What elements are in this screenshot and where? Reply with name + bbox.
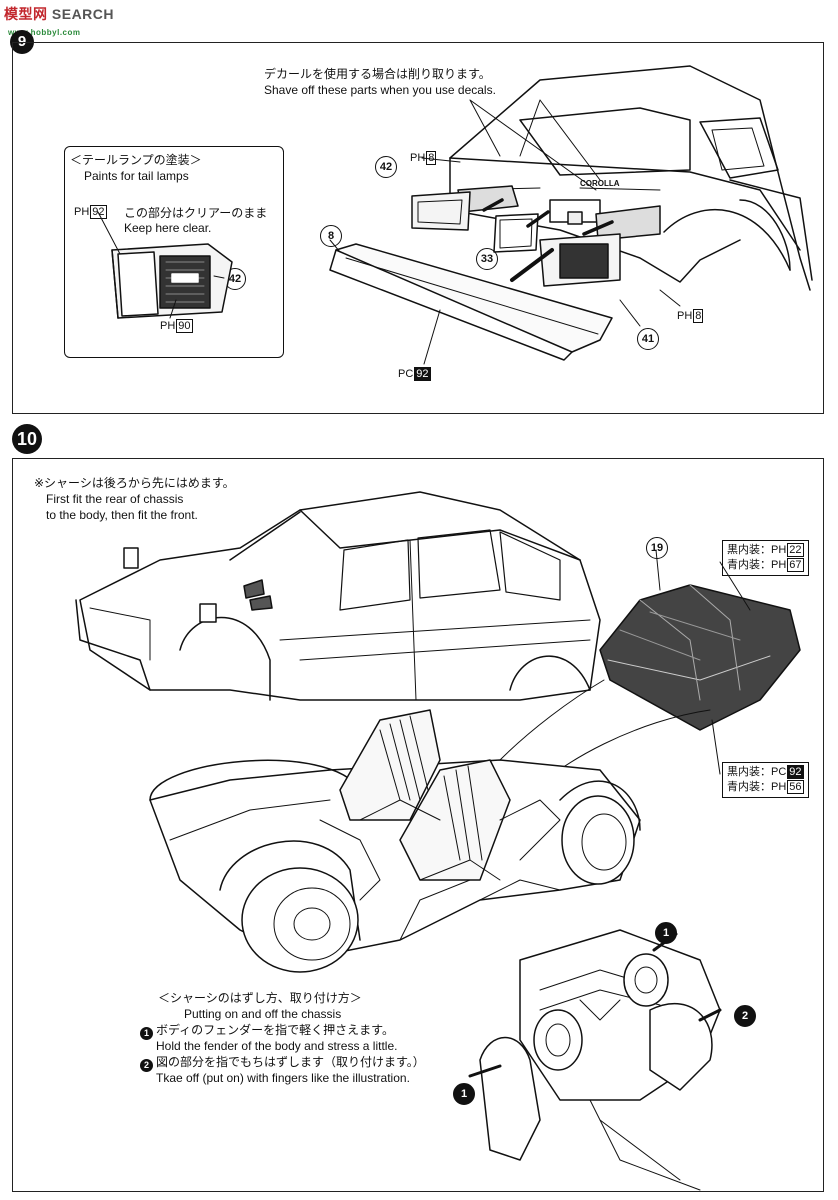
step-10-number: 10 (12, 424, 42, 454)
seat-top-paint-blue-code: 67 (787, 558, 804, 572)
step10-note-jp: ※シャーシは後ろから先にはめます。 (34, 476, 235, 490)
watermark-site-text: www.hobbyl.com (8, 28, 81, 37)
seat-bottom-paint-blue-prefix: PH (771, 781, 787, 793)
inset-paint-bottom-code: 90 (176, 319, 193, 333)
hands-illustration (468, 929, 722, 1191)
seat-top-paint-black-label: 黒内装： (727, 544, 771, 556)
paint-right-prefix: PH (677, 310, 693, 322)
seat-part-19: 19 (646, 537, 668, 559)
howto-step2-jp-text: 図の部分を指でもちはずします（取り付けます。） (156, 1055, 425, 1069)
watermark-brand-en: SEARCH (51, 6, 115, 22)
seat-bottom-paint-blue-label: 青内装： (727, 781, 771, 793)
inset-clear-en: Keep here clear. (124, 221, 212, 235)
marker-1-bottom: 1 (453, 1083, 475, 1105)
seat-bottom-paint-blue-code: 56 (787, 780, 804, 794)
step-9-frame (12, 42, 824, 414)
watermark-brand-cn: 模型网 (4, 6, 48, 22)
seat-top-paint-black-prefix: PH (771, 544, 787, 556)
step-10-frame (12, 458, 824, 1192)
seat-top-paint-black-code: 22 (787, 543, 804, 557)
part-41-callout: 41 (637, 328, 659, 350)
inset-title-en: Paints for tail lamps (84, 169, 189, 183)
seat-bottom-paint-black-code: 92 (787, 765, 804, 779)
howto-step1-bullet: 1 (140, 1027, 153, 1040)
paint-bumper-prefix: PC (398, 368, 414, 380)
car-body-illustration (75, 491, 601, 701)
paint-right-code: 8 (693, 309, 704, 323)
howto-step1-en: Hold the fender of the body and stress a… (156, 1039, 398, 1053)
paint-upper-code: 8 (426, 151, 437, 165)
howto-title-jp: ＜シャーシのはずし方、取り付け方＞ (158, 991, 362, 1005)
inset-paint-top-prefix: PH (74, 206, 90, 218)
marker-2: 2 (734, 1005, 756, 1027)
inset-paint-bottom-prefix: PH (160, 320, 176, 332)
seat-top-paint-blue-label: 青内装： (727, 559, 771, 571)
chassis-illustration (149, 709, 641, 973)
decal-note-jp: デカールを使用する場合は削り取ります。 (264, 67, 491, 81)
howto-step2-en: Tkae off (put on) with fingers like the … (156, 1071, 410, 1085)
watermark-site: www.hobbyl.com (8, 22, 80, 38)
howto-step2-bullet: 2 (140, 1059, 153, 1072)
howto-title-en: Putting on and off the chassis (184, 1007, 342, 1021)
rear-bumper-illustration (329, 239, 613, 365)
seat-top-paint-blue-prefix: PH (771, 559, 787, 571)
howto-step1-jp-text: ボディのフェンダーを指で軽く押さえます。 (156, 1023, 394, 1037)
seat-bottom-paint-black-label: 黒内装： (727, 766, 771, 778)
plate-text: COROLLA (580, 179, 620, 188)
decal-note-en: Shave off these parts when you use decal… (264, 83, 496, 97)
watermark-logo: 模型网 SEARCH (4, 4, 114, 24)
car-rear-illustration: COROLLA (411, 65, 813, 327)
seat-bottom-paint-black-prefix: PC (771, 766, 787, 778)
rear-seat-illustration (599, 549, 801, 775)
paint-upper-prefix: PH (410, 152, 426, 164)
part-8-callout: 8 (320, 225, 342, 247)
inset-tail-lamp-illustration (97, 211, 233, 319)
step10-note-en-1: First fit the rear of chassis (46, 492, 184, 506)
step10-note-en-2: to the body, then fit the front. (46, 508, 198, 522)
tail-lamp-inset (64, 146, 284, 358)
part-42-callout: 42 (375, 156, 397, 178)
part-33-callout: 33 (476, 248, 498, 270)
paint-bumper-code: 92 (414, 367, 431, 381)
inset-clear-jp: この部分はクリアーのまま (124, 206, 268, 220)
inset-title-jp: ＜テールランプの塗装＞ (70, 153, 202, 167)
